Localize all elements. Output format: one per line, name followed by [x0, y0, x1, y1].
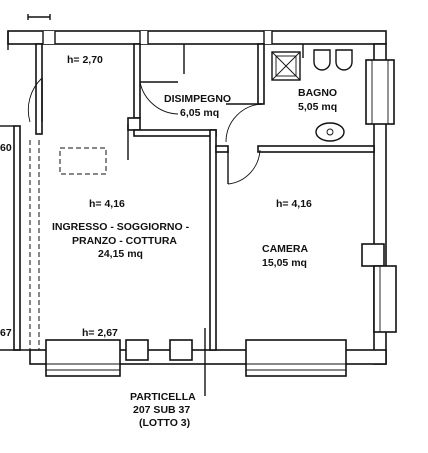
left-room-bottom-label: 67 [0, 327, 12, 339]
bidet-icon [335, 49, 353, 71]
camera-area: 15,05 mq [262, 257, 307, 269]
sink-icon [315, 122, 345, 142]
disimpegno-name: DISIMPEGNO [164, 93, 231, 105]
particella-line3: (LOTTO 3) [139, 417, 190, 429]
soggiorno-area: 24,15 mq [98, 248, 143, 260]
loft-height-top: h= 2,70 [67, 54, 103, 66]
exterior-walls [7, 30, 387, 365]
soggiorno-height: h= 4,16 [89, 198, 125, 210]
doors [27, 77, 263, 185]
skylight-outline [59, 147, 107, 175]
bottom-windows [45, 339, 347, 377]
soggiorno-name-line2: PRANZO - COTTURA [72, 235, 177, 247]
right-windows [361, 59, 397, 333]
bagno-name: BAGNO [298, 87, 337, 99]
top-tick-marks [27, 14, 51, 20]
left-room-top-label: 60 [0, 142, 12, 154]
left-partial-room [0, 125, 30, 351]
particella-line1: PARTICELLA [130, 391, 196, 403]
camera-name: CAMERA [262, 243, 308, 255]
toilet-icon [313, 49, 331, 71]
disimpegno-area: 6,05 mq [180, 107, 219, 119]
camera-height: h= 4,16 [276, 198, 312, 210]
loft-height-bottom: h= 2,67 [82, 327, 118, 339]
shower-tray [271, 51, 301, 81]
soggiorno-name-line1: INGRESSO - SOGGIORNO - [52, 221, 190, 233]
particella-line2: 207 SUB 37 [133, 404, 190, 416]
bagno-area: 5,05 mq [298, 101, 337, 113]
bathroom-fixtures [271, 49, 353, 142]
interior-walls [29, 43, 375, 351]
